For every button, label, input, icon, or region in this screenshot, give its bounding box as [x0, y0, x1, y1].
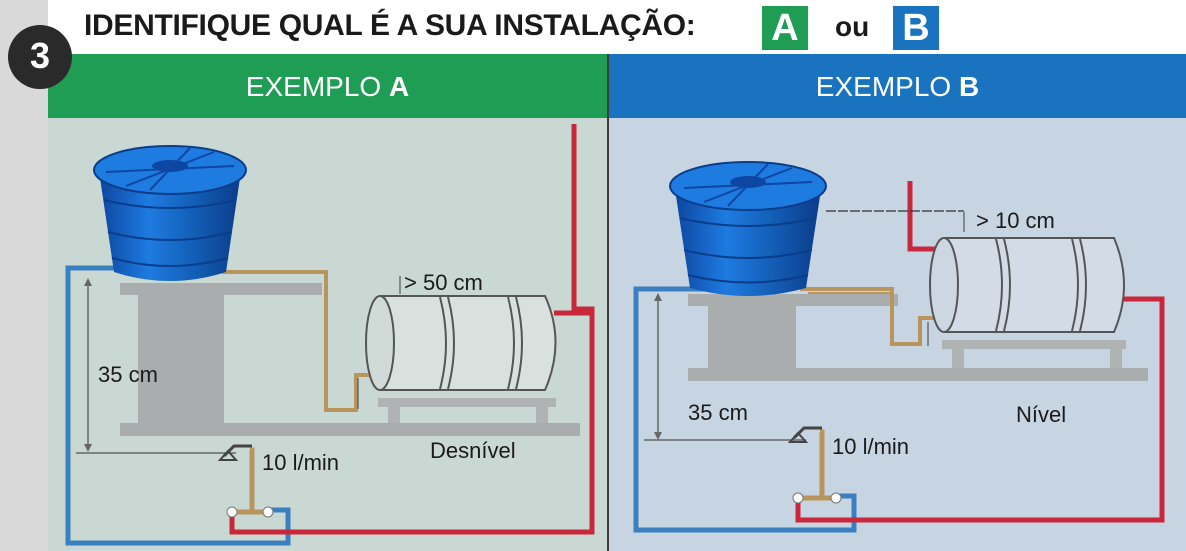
shower-head-icon: [787, 426, 822, 443]
cold-water-pipe: [65, 265, 291, 546]
panel-divider: [607, 54, 609, 551]
example-b-heading-letter: B: [958, 71, 980, 102]
platform-column: [708, 306, 796, 368]
floor-slab: [688, 368, 1148, 381]
height-label: 35 cm: [98, 362, 158, 387]
shower-pipe: [819, 429, 825, 498]
hot-water-return-pipe: [795, 296, 1165, 523]
water-tank: [93, 145, 247, 281]
floor-slab: [120, 423, 580, 436]
gap-label: > 50 cm: [404, 270, 483, 295]
example-a-heading-letter: A: [388, 71, 410, 102]
heater-stand-leg: [388, 407, 400, 423]
example-a-header: EXEMPLO A: [48, 54, 607, 118]
heater-stand: [942, 340, 1126, 349]
condition-label: Nível: [1016, 402, 1066, 427]
platform-column: [138, 295, 224, 423]
tank-platform: [688, 294, 898, 306]
heater-stand: [378, 398, 556, 407]
feed-pipe: [800, 287, 934, 346]
flow-label: 10 l/min: [832, 434, 909, 459]
water-heater: [929, 237, 1125, 333]
gap-label: > 10 cm: [976, 208, 1055, 233]
option-a-badge: A: [762, 6, 808, 50]
example-a-heading-prefix: EXEMPLO: [245, 71, 389, 102]
step-number-badge: 3: [8, 25, 72, 89]
height-label: 35 cm: [688, 400, 748, 425]
flow-label: 10 l/min: [262, 450, 339, 475]
example-b-header: EXEMPLO B: [609, 54, 1186, 118]
feed-pipe: [222, 270, 372, 412]
page-title: IDENTIFIQUE QUAL É A SUA INSTALAÇÃO:: [84, 9, 696, 42]
heater-stand-leg: [1110, 349, 1122, 368]
hot-water-pipe: [907, 181, 940, 252]
title-bar: [48, 0, 1186, 54]
shower-head-icon: [217, 444, 252, 461]
option-b-badge: B: [893, 6, 939, 50]
example-b-diagram: 35 cm > 10 cm 10 l/min Nível: [633, 161, 1165, 533]
heater-stand-leg: [536, 407, 548, 423]
tank-platform: [120, 283, 322, 295]
hot-water-pipe: [229, 124, 595, 535]
shower-pipe: [249, 447, 255, 512]
mixing-valve-icon: [792, 492, 842, 504]
example-a-diagram: 35 cm > 50 cm 10 l/min Desnível: [65, 124, 595, 546]
heater-stand-leg: [952, 349, 964, 368]
example-b-heading-prefix: EXEMPLO: [815, 71, 959, 102]
mixing-valve-icon: [226, 506, 274, 518]
condition-label: Desnível: [430, 438, 516, 463]
water-heater: [365, 295, 557, 391]
or-connector: ou: [835, 11, 870, 42]
water-tank: [669, 161, 827, 296]
cold-water-pipe: [633, 286, 857, 533]
